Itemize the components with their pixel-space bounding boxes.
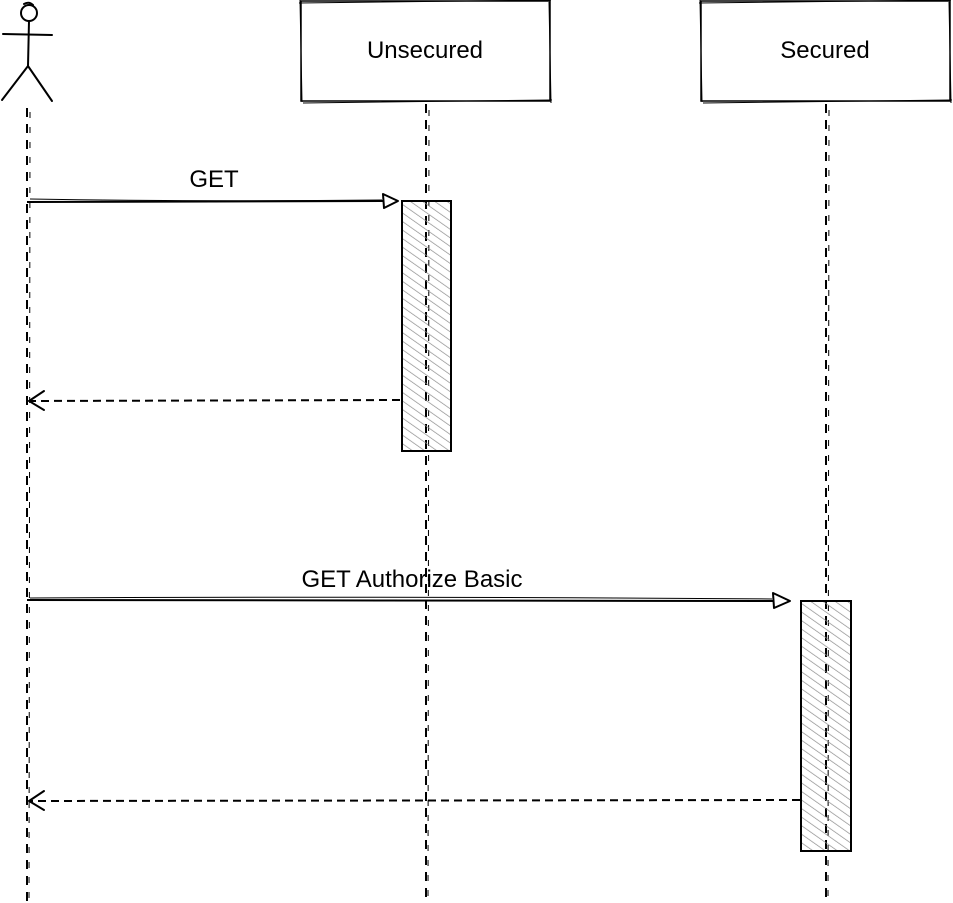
return-1-arrowhead-icon — [27, 390, 45, 411]
user-actor-icon — [1, 1, 53, 102]
message-get: GET — [26, 166, 399, 209]
participant-secured-label: Secured — [780, 37, 869, 64]
return-message-2 — [27, 790, 801, 811]
unsecured-activation-bar — [401, 200, 452, 452]
return-2-arrowhead-icon — [27, 790, 45, 811]
message-get-authorize-basic-arrowhead-icon — [772, 592, 791, 609]
actor-lifeline — [26, 108, 31, 903]
message-get-label: GET — [189, 166, 239, 193]
message-get-authorize-basic: GET Authorize Basic — [26, 566, 791, 609]
participant-unsecured-label: Unsecured — [367, 37, 483, 64]
secured-activation-bar — [800, 600, 852, 852]
message-get-authorize-basic-label: GET Authorize Basic — [302, 566, 523, 593]
return-message-1 — [27, 390, 401, 411]
message-get-arrowhead-icon — [382, 193, 399, 209]
participant-unsecured[interactable]: Unsecured — [298, 0, 553, 104]
participant-secured[interactable]: Secured — [698, 0, 953, 104]
